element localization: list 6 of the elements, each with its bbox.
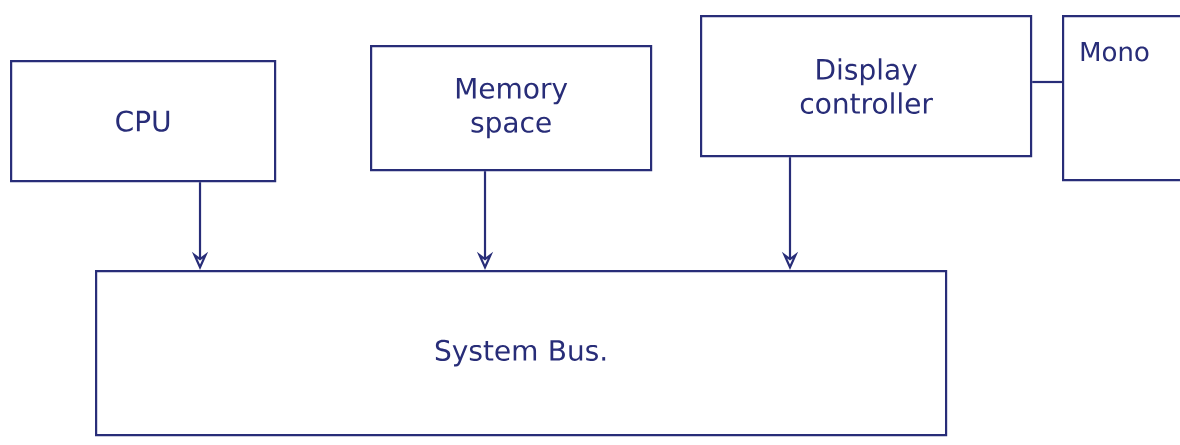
box: Memory space: [370, 45, 653, 172]
box: Display controller: [700, 15, 1033, 158]
box: Mono: [1062, 15, 1180, 182]
connector-line: [1032, 80, 1062, 84]
box: CPU: [10, 60, 277, 183]
box: System Bus.: [95, 270, 948, 437]
